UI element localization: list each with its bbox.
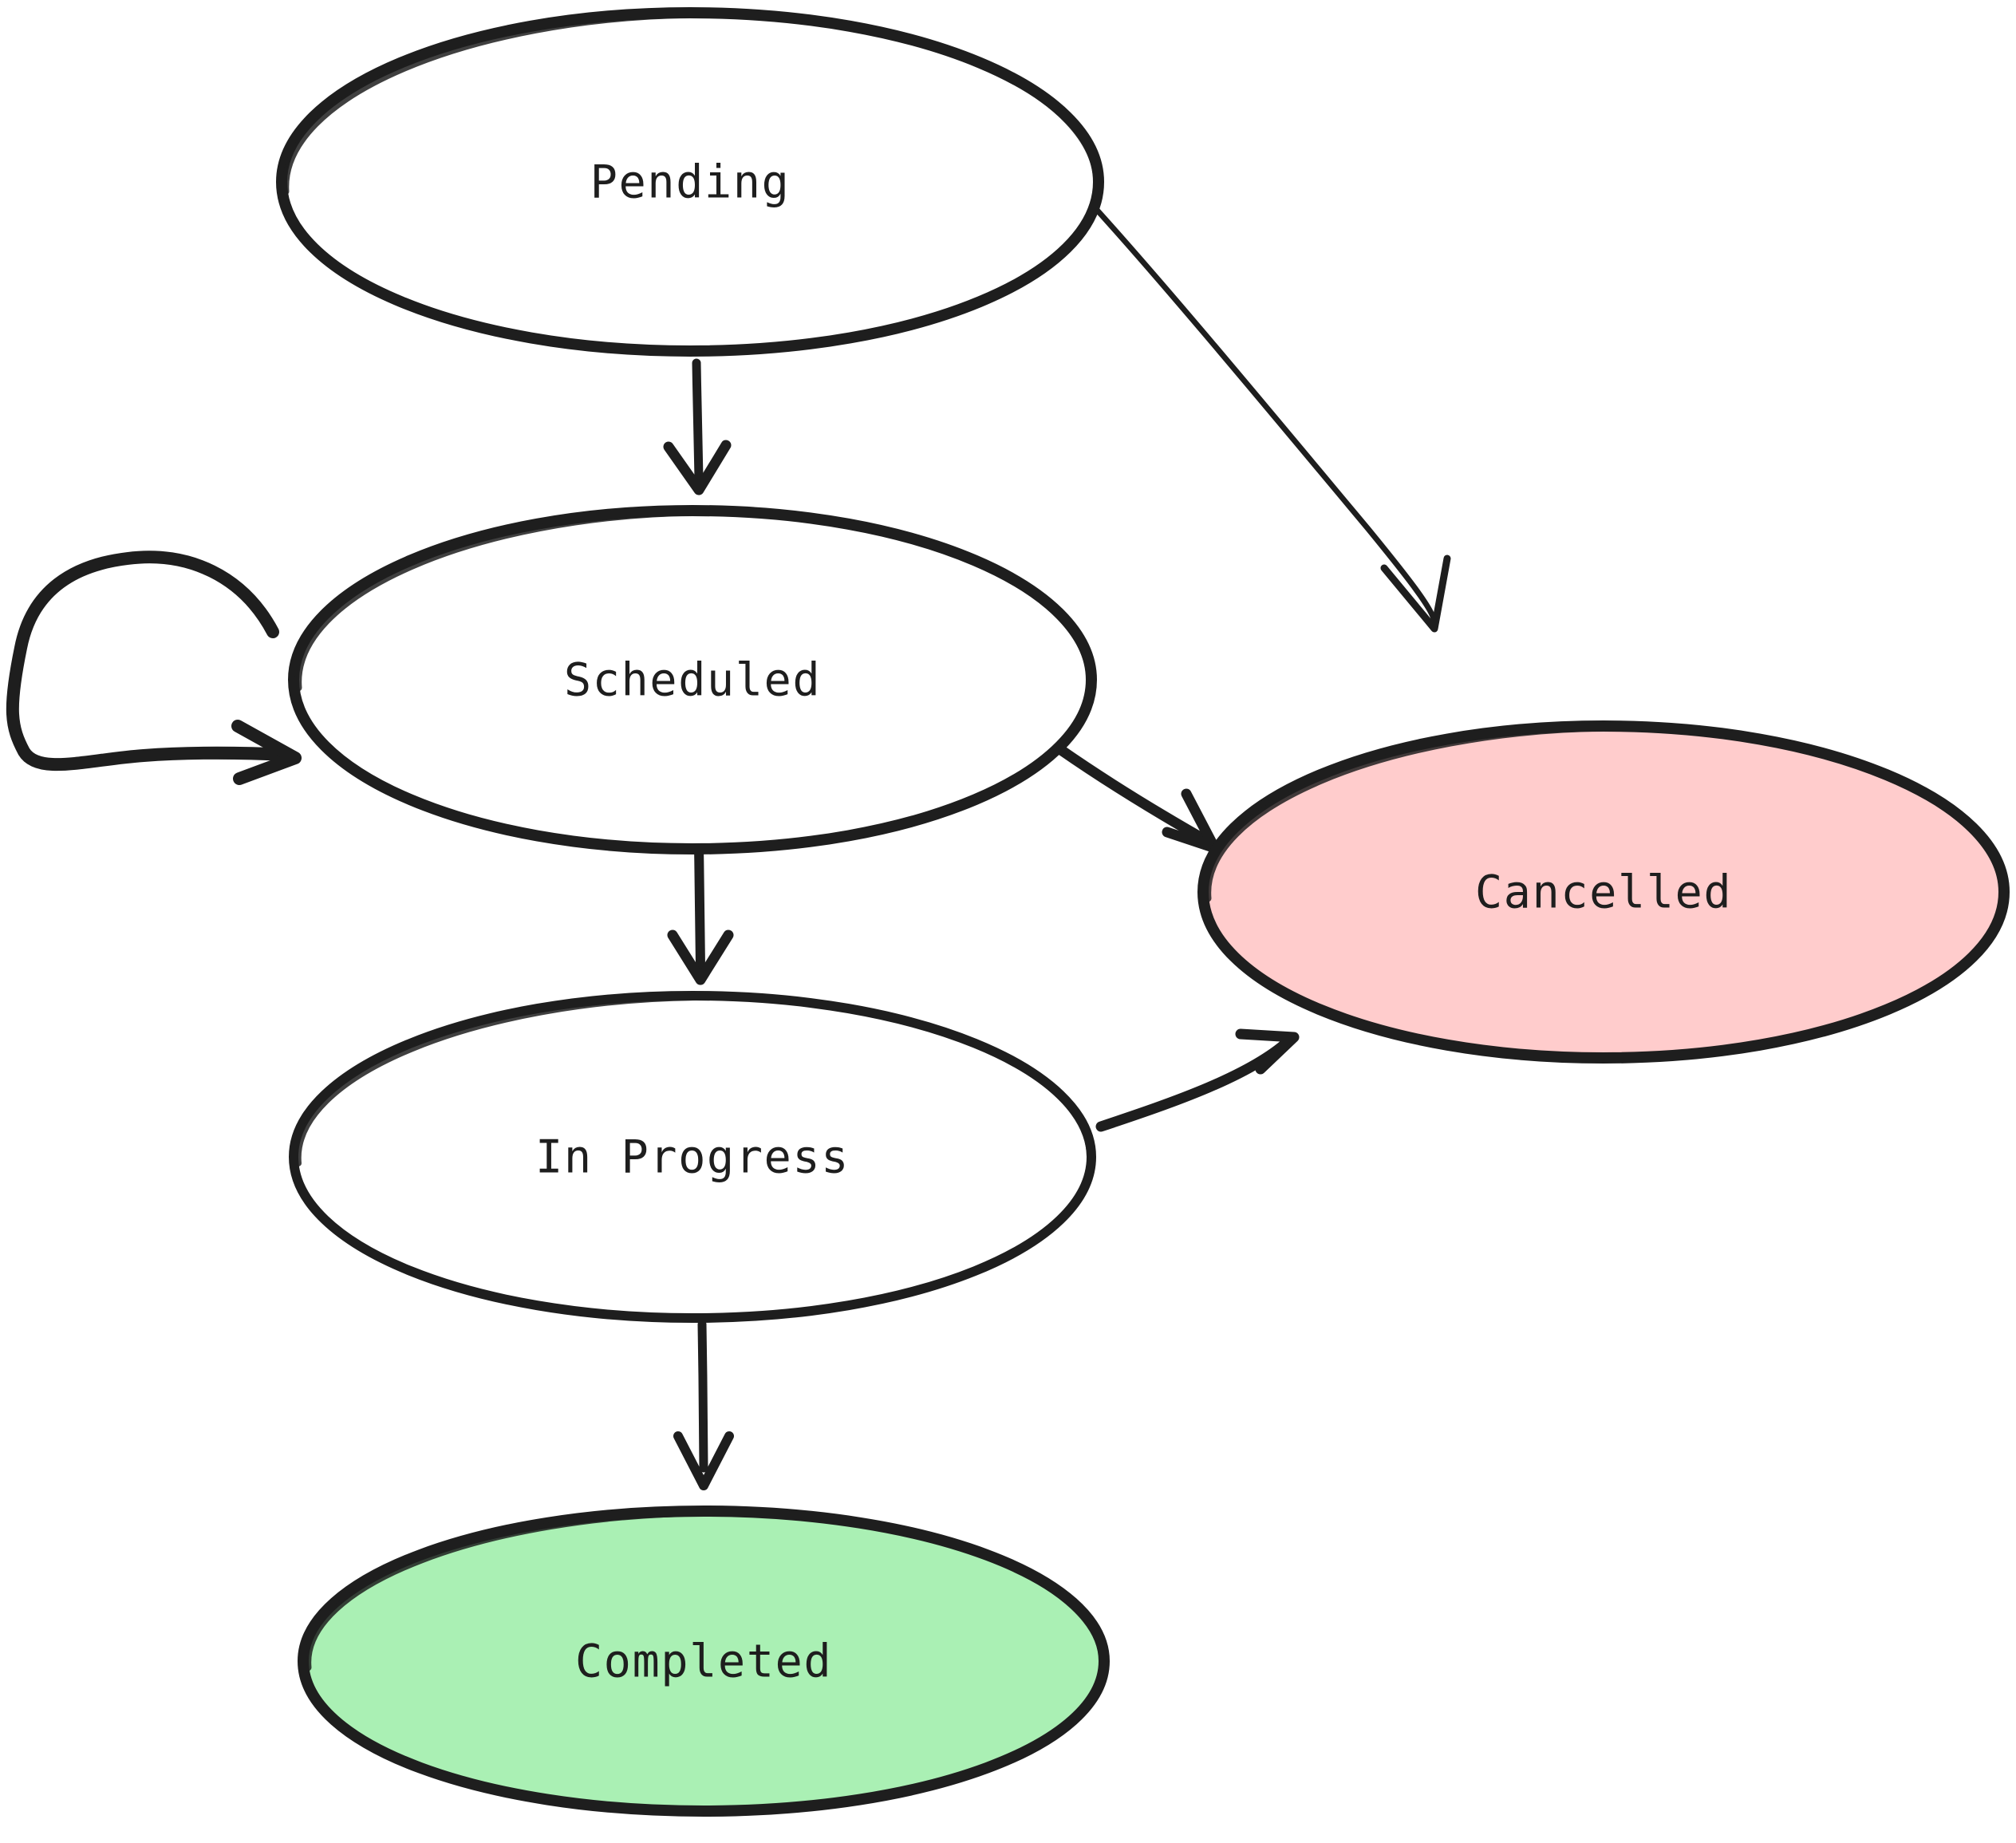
edge-inprogress-to-cancelled <box>1095 1028 1300 1132</box>
node-label-cancelled: Cancelled <box>1475 866 1732 919</box>
edge-scheduled-to-cancelled <box>1055 744 1219 853</box>
edge-pending-to-scheduled <box>663 358 732 495</box>
node-completed[interactable]: Completed <box>298 1506 1110 1817</box>
node-label-pending: Pending <box>590 156 791 209</box>
node-cancelled[interactable]: Cancelled <box>1197 720 2010 1064</box>
node-label-completed: Completed <box>575 1636 832 1688</box>
node-label-in-progress: In Progress <box>535 1131 850 1184</box>
node-in-progress[interactable]: In Progress <box>289 991 1096 1323</box>
node-pending[interactable]: Pending <box>276 7 1104 357</box>
node-scheduled[interactable]: Scheduled <box>288 505 1097 854</box>
edge-inprogress-to-completed <box>673 1320 734 1490</box>
edge-scheduled-to-inprogress <box>667 843 734 985</box>
edge-pending-to-cancelled <box>1084 196 1451 633</box>
node-label-scheduled: Scheduled <box>564 654 821 707</box>
edge-scheduled-self-loop <box>6 551 302 785</box>
